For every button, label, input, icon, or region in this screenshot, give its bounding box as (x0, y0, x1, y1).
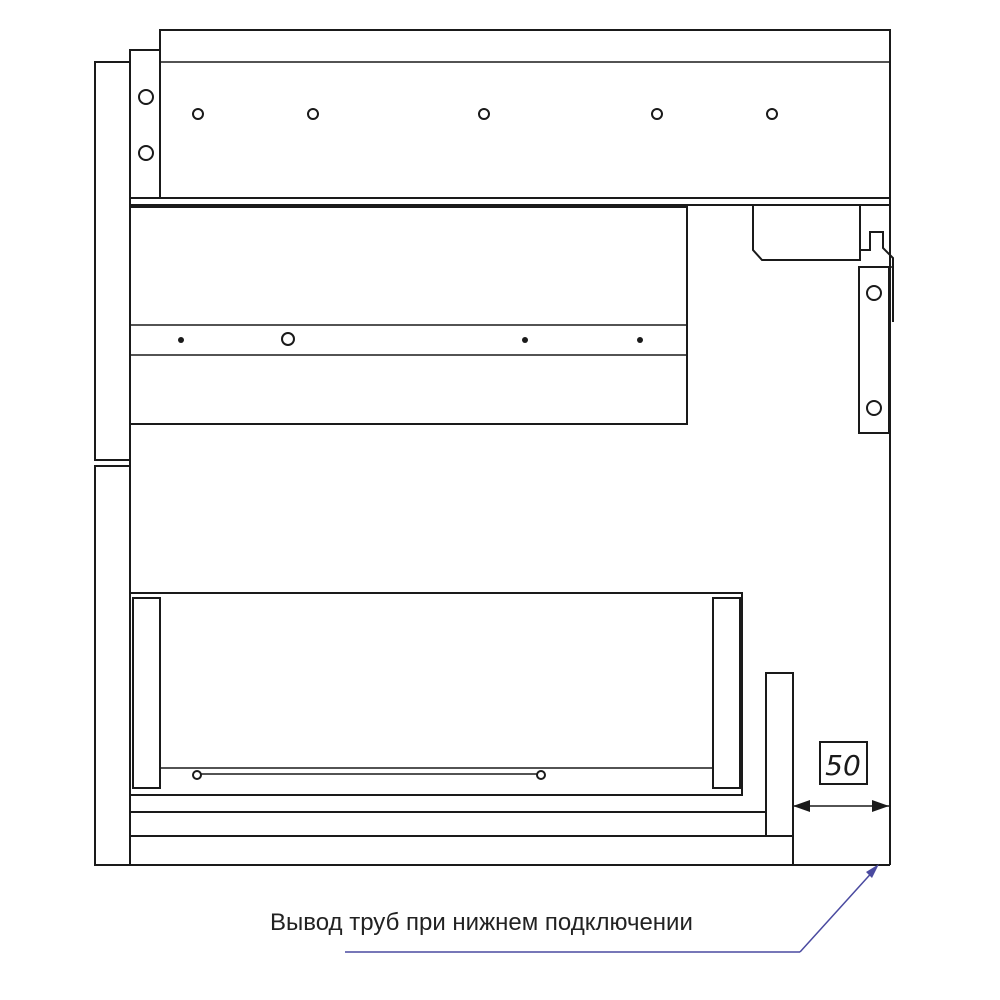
shelf-hole (281, 332, 295, 346)
bracket-hole (866, 400, 882, 416)
shelf-pin (637, 337, 643, 343)
rail-hole (536, 770, 546, 780)
caption: Вывод труб при нижнем подключении (270, 909, 693, 936)
mount-hole (192, 108, 204, 120)
hinge-hole (138, 145, 154, 161)
dimension-value: 50 (825, 749, 861, 782)
door-edge-strip (94, 61, 131, 866)
mount-hole (766, 108, 778, 120)
dimension-50: 50 (793, 741, 889, 812)
leader-line (345, 864, 879, 953)
side-bracket (752, 205, 894, 434)
shelf-pin (522, 337, 528, 343)
rail-hole (192, 770, 202, 780)
mount-hole (651, 108, 663, 120)
bracket-hole (866, 285, 882, 301)
plinth (129, 672, 794, 866)
bottom-drawer (129, 592, 766, 813)
mount-hole (478, 108, 490, 120)
hinge-hole (138, 89, 154, 105)
mount-hole (307, 108, 319, 120)
shelf-pin (178, 337, 184, 343)
top-tray (129, 29, 891, 199)
middle-shelf (129, 206, 688, 425)
cabinet-body (129, 60, 891, 866)
